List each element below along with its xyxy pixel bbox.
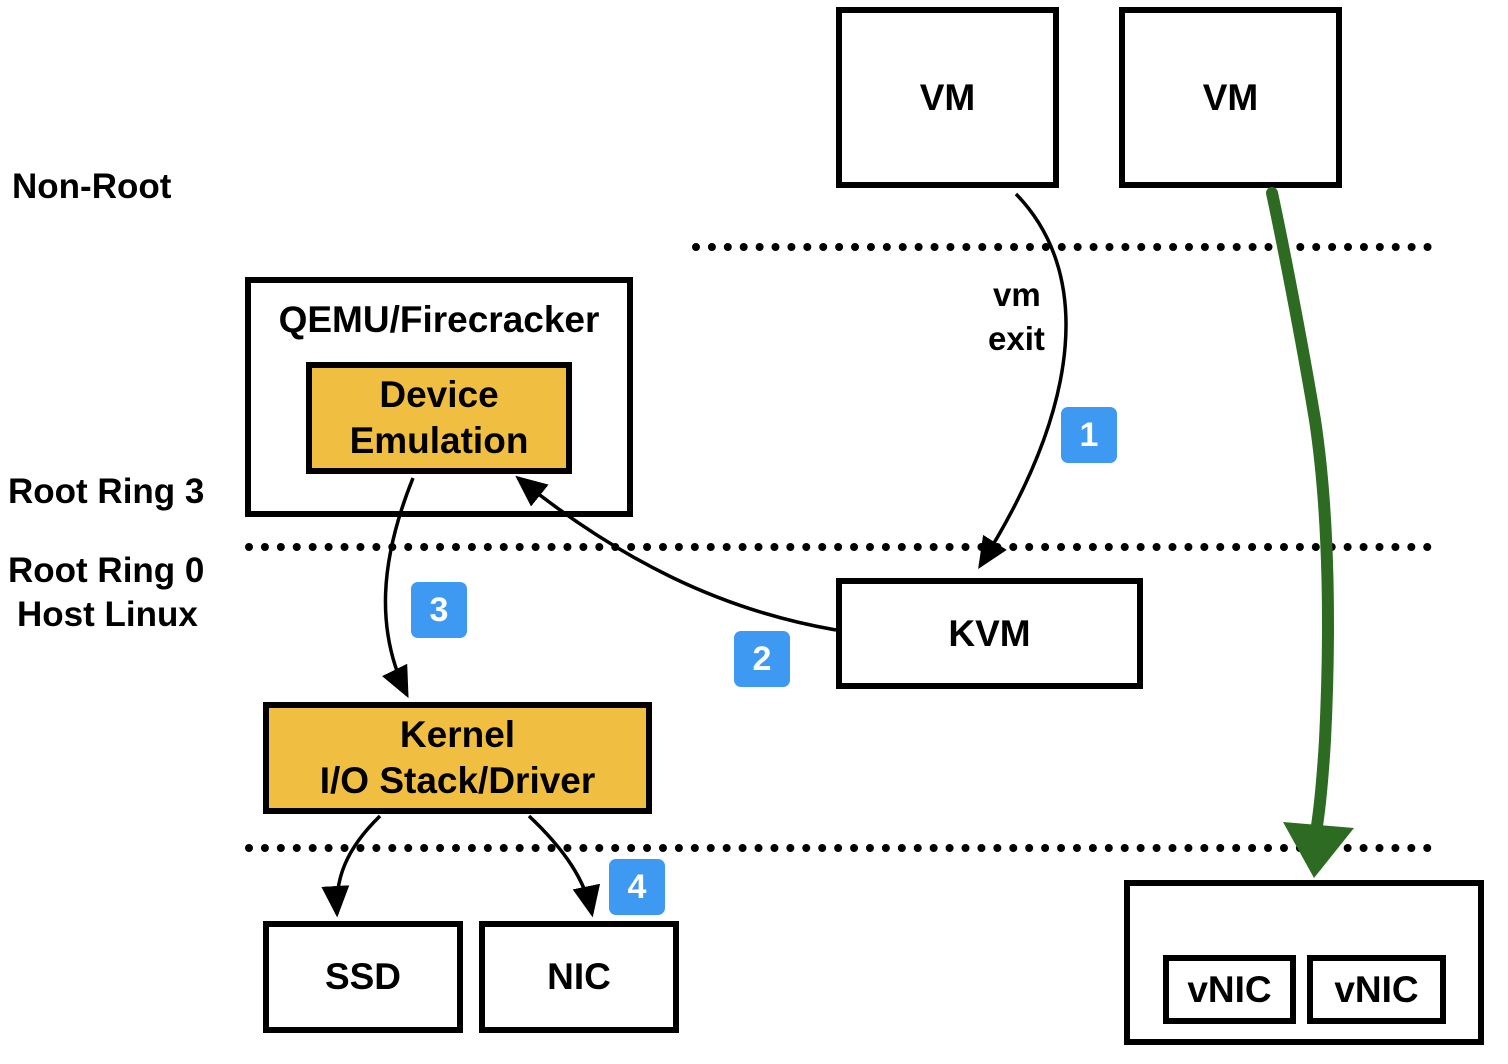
ssd-label: SSD — [324, 956, 402, 997]
level-label-non-root: Non-Root — [12, 167, 172, 206]
separator-nonroot-root — [692, 243, 1432, 251]
ssd-box: SSD — [263, 921, 463, 1033]
nic-label: NIC — [547, 956, 611, 997]
separator-ring3-ring0 — [245, 543, 1432, 551]
emulation-to-kernel-arrow — [382, 477, 415, 699]
device-emulation-box: Device Emulation — [306, 362, 572, 474]
level-label-root-ring3: Root Ring 3 — [8, 472, 205, 511]
kvm-to-emulation-arrow — [515, 475, 837, 632]
vm-box-1: VM — [836, 7, 1059, 188]
vnic-box-2: vNIC — [1307, 955, 1446, 1024]
device-emulation-line1: Device — [379, 374, 499, 415]
vm-box-2: VM — [1119, 7, 1342, 188]
qemu-firecracker-title: QEMU/Firecracker — [278, 299, 600, 340]
kernel-to-ssd-arrow — [321, 814, 382, 918]
level-label-root-ring0: Root Ring 0 — [8, 551, 205, 590]
kernel-io-stack-box: Kernel I/O Stack/Driver — [263, 702, 652, 814]
step-badge-3: 3 — [411, 582, 467, 638]
kernel-to-nic-arrow — [527, 814, 601, 918]
passthrough-arrow — [1266, 187, 1334, 838]
vm-exit-label-line2: exit — [988, 320, 1045, 357]
device-emulation-line2: Emulation — [349, 420, 529, 461]
kvm-label: KVM — [948, 612, 1031, 654]
kernel-line2: I/O Stack/Driver — [319, 760, 596, 801]
step-badge-2: 2 — [734, 631, 790, 687]
vm-box-2-label: VM — [1202, 76, 1259, 118]
vm-exit-arrow — [978, 192, 1068, 569]
separator-host-hardware — [245, 844, 1432, 852]
nic-box: NIC — [479, 921, 679, 1033]
vnic-box-1: vNIC — [1163, 955, 1296, 1024]
vm-exit-label-line1: vm — [993, 276, 1041, 313]
step-badge-1: 1 — [1061, 407, 1117, 463]
kernel-line1: Kernel — [399, 714, 516, 755]
vm-box-1-label: VM — [919, 76, 976, 118]
level-label-host-linux: Host Linux — [17, 595, 198, 634]
vnic-2-label: vNIC — [1334, 968, 1419, 1010]
passthrough-arrowhead — [1283, 822, 1354, 878]
vnic-1-label: vNIC — [1187, 968, 1272, 1010]
kvm-box: KVM — [836, 578, 1143, 689]
step-badge-4: 4 — [609, 859, 665, 915]
